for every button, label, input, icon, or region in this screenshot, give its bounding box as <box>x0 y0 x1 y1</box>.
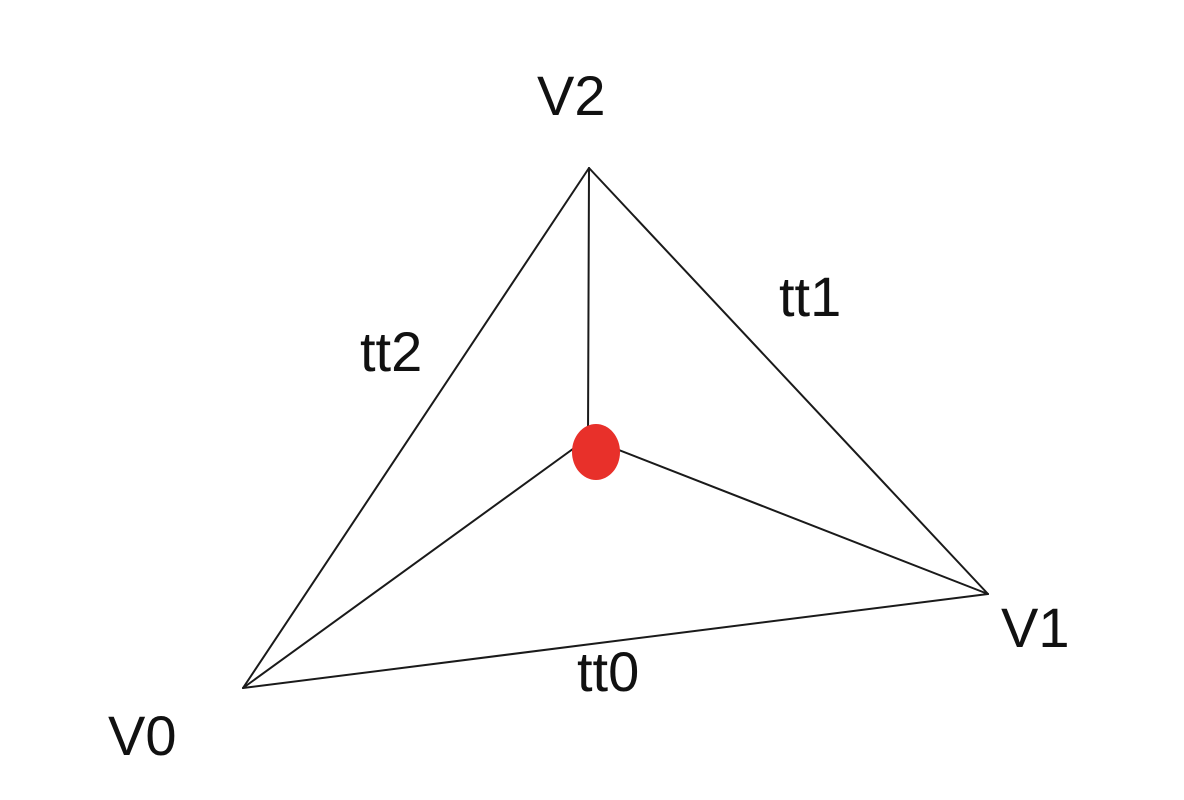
edge-v1-v2 <box>588 167 989 595</box>
vertex-label-v0: V0 <box>108 704 177 767</box>
vertex-label-v2: V2 <box>537 64 606 127</box>
edge-v0-v1 <box>242 593 989 689</box>
vertex-label-v1: V1 <box>1001 596 1070 659</box>
interior-point <box>572 424 620 480</box>
spoke-to-v0 <box>242 437 589 689</box>
edge-v2-v0 <box>242 167 590 689</box>
edge-label-tt2: tt2 <box>360 320 422 383</box>
edge-label-tt0: tt0 <box>577 640 639 703</box>
spoke-to-v1 <box>587 437 989 595</box>
edge-label-tt1: tt1 <box>779 265 841 328</box>
spoke-to-v2 <box>587 167 590 439</box>
